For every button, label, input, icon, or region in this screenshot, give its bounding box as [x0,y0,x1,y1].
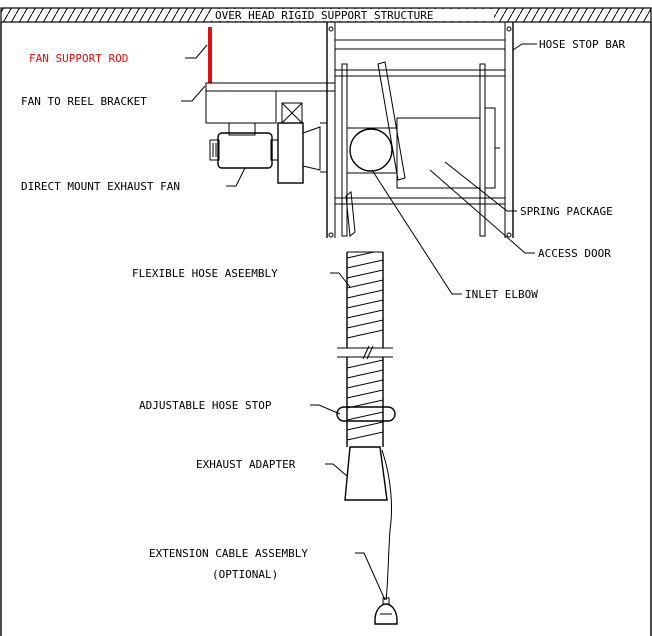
access-door-label: ACCESS DOOR [538,247,611,260]
fan-to-reel-bracket-label: FAN TO REEL BRACKET [21,95,147,108]
fan-support-rod-label: FAN SUPPORT ROD [29,52,128,65]
adjustable-hose-stop-label: ADJUSTABLE HOSE STOP [139,399,272,412]
flexible-hose-label: FLEXIBLE HOSE ASEEMBLY [132,267,278,280]
extension-cable-label: EXTENSION CABLE ASSEMBLY [149,547,308,560]
extension-cable [374,449,398,625]
cable-handle [374,603,398,625]
page-frame [0,22,652,636]
exhaust-adapter [344,446,388,501]
hose-stop-bar-label: HOSE STOP BAR [539,38,625,51]
inlet-elbow-label: INLET ELBOW [465,288,538,301]
exhaust-fan-label: DIRECT MOUNT EXHAUST FAN [21,180,180,193]
adjustable-hose-stop [336,406,396,422]
structure-label: OVER HEAD RIGID SUPPORT STRUCTURE [215,9,434,22]
flexible-hose [337,251,393,447]
exhaust-adapter-label: EXHAUST ADAPTER [196,458,296,471]
optional-label: (OPTIONAL) [212,568,278,581]
reel-frame [326,22,514,238]
overhead-support-structure [0,7,652,23]
leader-lines [181,43,537,601]
fan-to-reel-bracket [205,82,336,124]
spring-package-label: SPRING PACKAGE [520,205,613,218]
direct-mount-exhaust-fan [209,102,327,184]
